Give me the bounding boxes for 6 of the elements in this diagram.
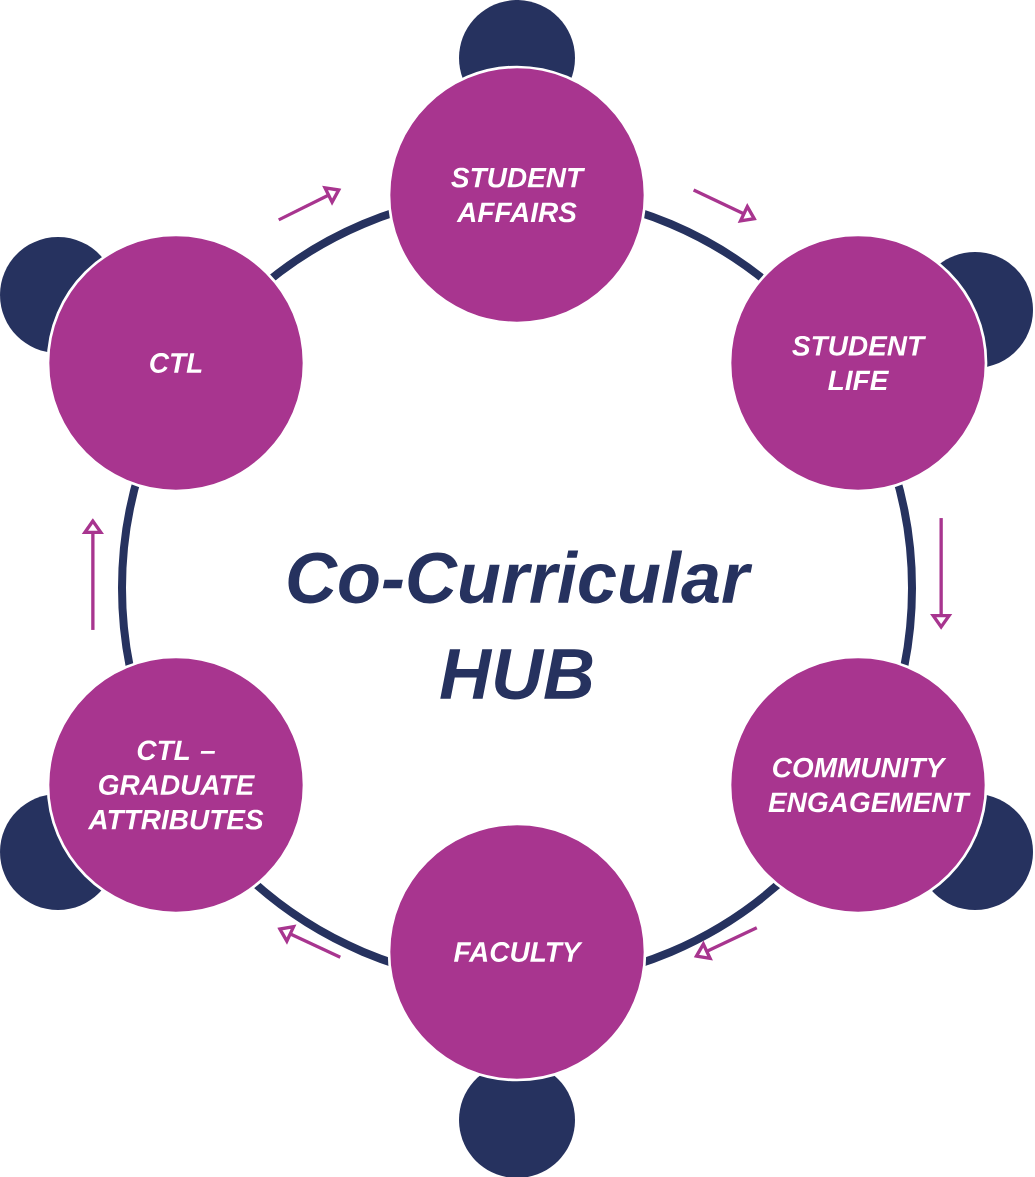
circle-node: FACULTY <box>387 822 647 1082</box>
circle-node: STUDENT AFFAIRS <box>387 65 647 325</box>
circle-node: COMMUNITY ENGAGEMENT <box>728 655 988 915</box>
circle-node: CTL – GRADUATE ATTRIBUTES <box>46 655 306 915</box>
circle-node: CTL <box>46 233 306 493</box>
circle-node: STUDENT LIFE <box>728 233 988 493</box>
